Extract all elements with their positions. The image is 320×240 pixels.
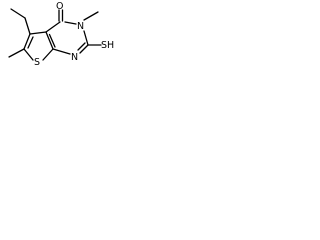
atom-label-n1: N (71, 52, 78, 63)
bond-c4a-c7a (45, 31, 54, 50)
bond-c6-methyl (8, 48, 25, 58)
atom-label-sulfur-ring: S (34, 57, 40, 68)
bond-n1-c2 (79, 44, 89, 54)
atom-label-n3: N (77, 21, 84, 32)
bond-ch2-ch3 (10, 8, 26, 19)
bond-c2-n3 (83, 30, 89, 46)
bond-c5-c6 (23, 33, 31, 50)
atom-label-oxygen: O (56, 1, 63, 12)
atom-label-thiol: SH (101, 40, 114, 51)
bond-c5-c6-inner (27, 36, 34, 49)
bond-c5-ch2 (24, 17, 31, 35)
bond-c4a-c5 (29, 31, 47, 35)
bond-c6-s (23, 48, 34, 61)
bond-s-c7a (42, 48, 54, 61)
bond-c4a-c7a-inner (48, 33, 56, 48)
molecule-structure: O N N S SH (8, 1, 114, 68)
bond-n3-methyl (83, 11, 99, 21)
bond-c4-c4a (45, 21, 61, 33)
bond-n1-c2-inner (77, 42, 86, 51)
bond-n3-c4 (64, 21, 77, 25)
bond-c7a-n1 (52, 48, 71, 55)
